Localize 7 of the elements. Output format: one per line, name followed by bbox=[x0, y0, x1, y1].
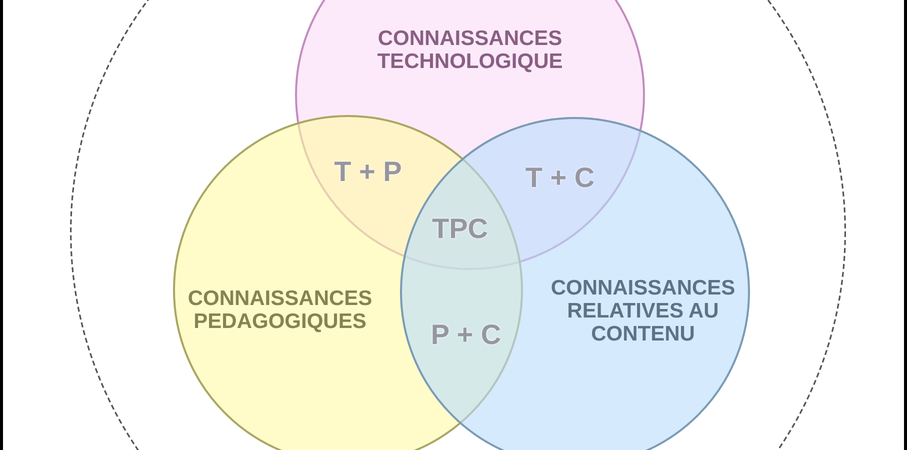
overlap-label: T + C bbox=[525, 163, 595, 193]
overlap-label: P + C bbox=[430, 320, 502, 350]
circle-label: CONNAISSANCES PEDAGOGIQUES bbox=[186, 287, 374, 333]
circle-label: CONNAISSANCES RELATIVES AU CONTENU bbox=[550, 276, 736, 346]
overlap-label: TPC bbox=[432, 214, 488, 244]
circle-label: CONNAISSANCES TECHNOLOGIQUE bbox=[376, 27, 564, 73]
overlap-label: T + P bbox=[334, 157, 402, 187]
